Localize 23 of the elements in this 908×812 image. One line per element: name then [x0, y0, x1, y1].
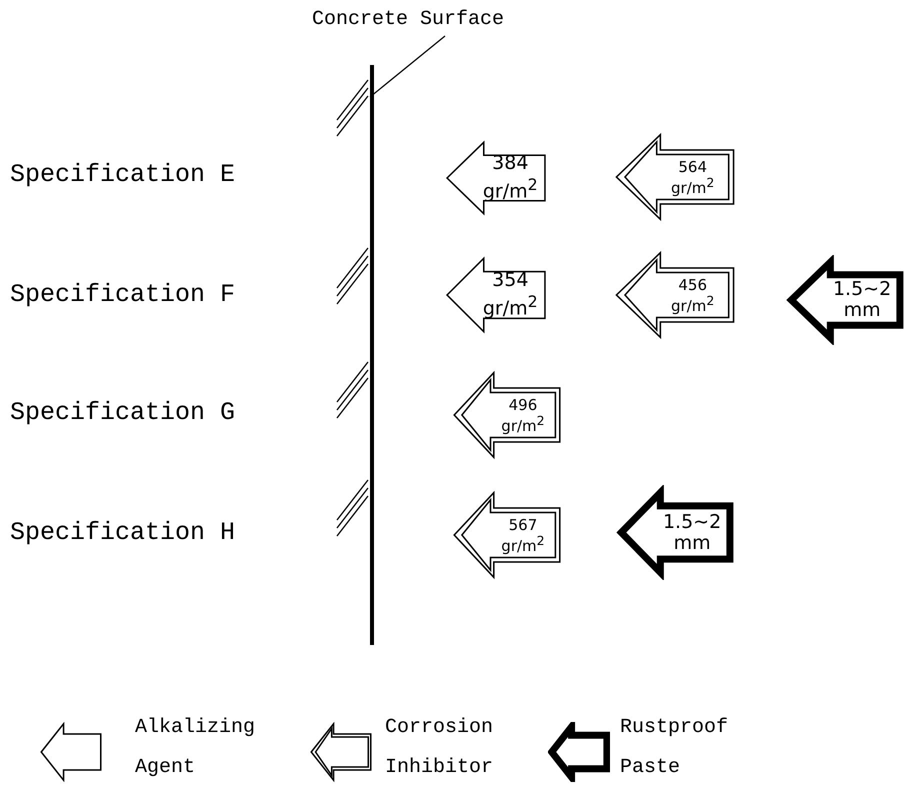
- amount-text: 1.5~2 mm: [832, 279, 892, 321]
- legend-text: Alkalizing Agent: [135, 715, 256, 781]
- specification-label: Specification H: [10, 518, 236, 547]
- legend-text: Rustproof Paste: [620, 715, 730, 781]
- amount-text: 354 gr/m$^{2}$: [482, 270, 539, 320]
- bold-arrow: [784, 255, 906, 345]
- amount-text: 496 gr/m$^{2}$: [500, 396, 546, 434]
- hollow-arrow: [445, 256, 547, 334]
- specification-label: Specification G: [10, 398, 236, 427]
- specification-label: Specification E: [10, 160, 236, 189]
- hollow-arrow: [445, 140, 547, 216]
- double-outline-arrow: [452, 490, 562, 580]
- surface-label: Concrete Surface: [312, 8, 504, 34]
- amount-text: 567 gr/m$^{2}$: [500, 516, 546, 554]
- specification-label: Specification F: [10, 280, 236, 309]
- bold-arrow: [614, 485, 736, 580]
- amount-text: 564 gr/m$^{2}$: [670, 158, 716, 196]
- double-outline-arrow: [614, 250, 736, 340]
- amount-text: 1.5~2 mm: [662, 512, 722, 554]
- double-outline-arrow: [452, 370, 562, 460]
- legend-text: Corrosion Inhibitor: [385, 715, 494, 781]
- double-outline-arrow: [614, 132, 736, 222]
- amount-text: 456 gr/m$^{2}$: [670, 276, 716, 314]
